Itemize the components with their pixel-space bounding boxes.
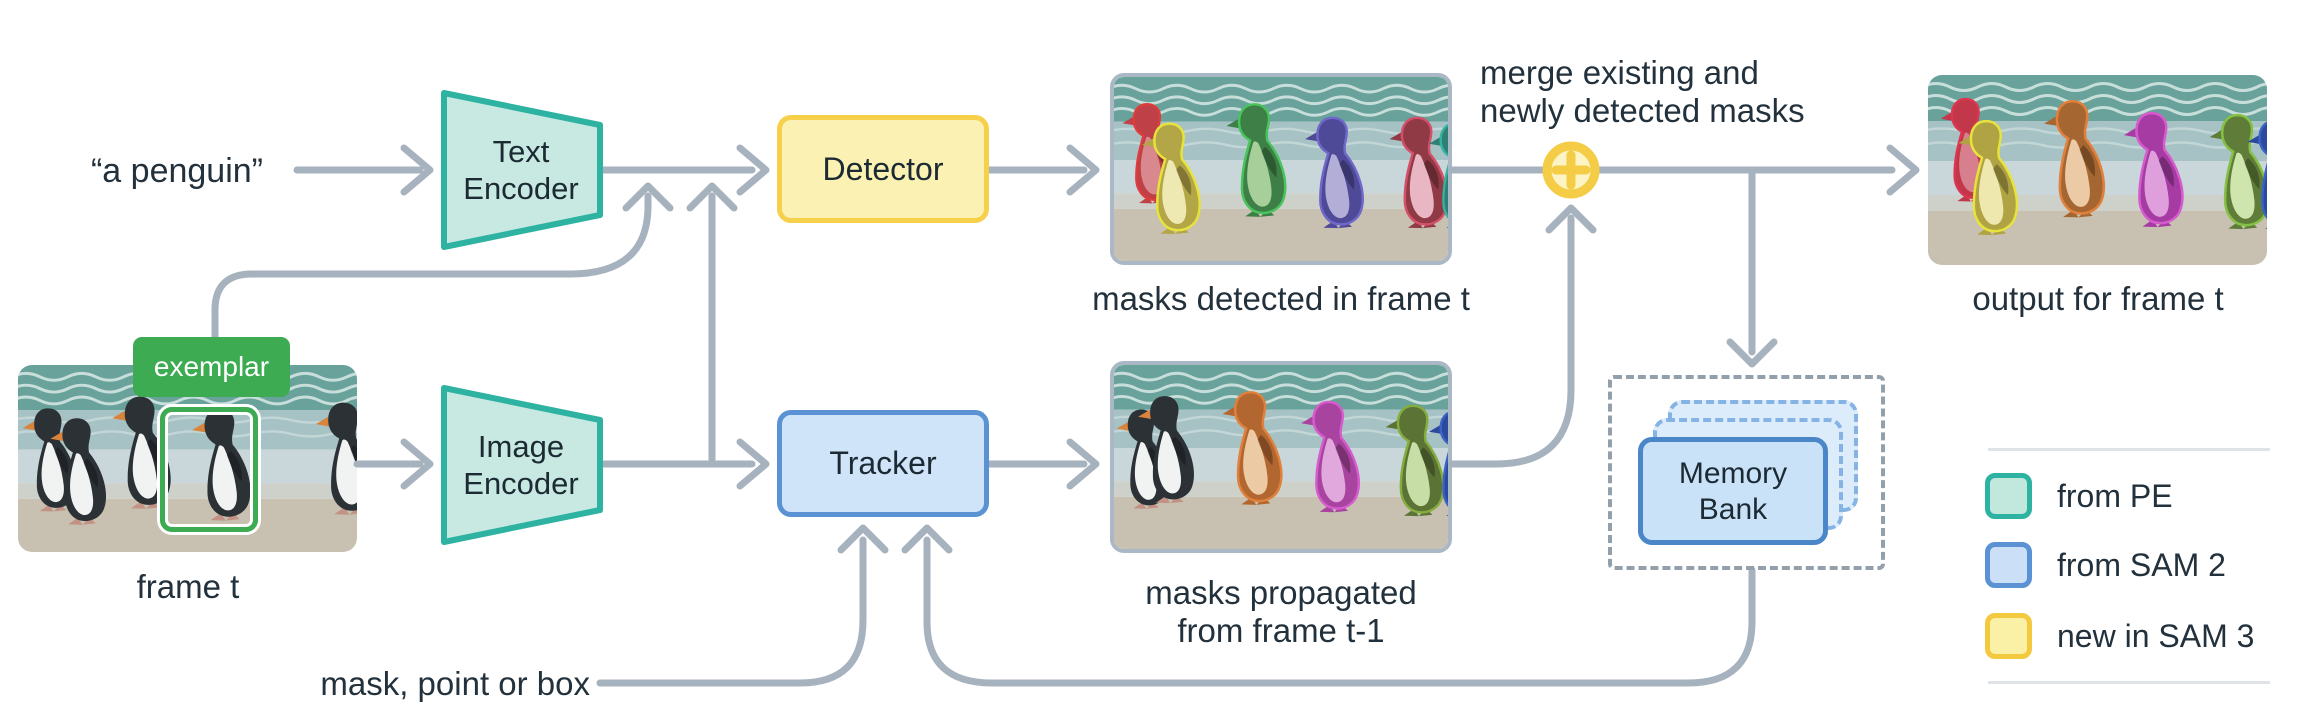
legend-label-sam3: new in SAM 3 [2057, 618, 2255, 654]
detector-block: Detector [777, 115, 989, 223]
penguin [2247, 119, 2267, 230]
merge-plus-icon [1551, 150, 1591, 190]
text-encoder-shape [441, 90, 603, 250]
memory-bank-label2: Bank [1698, 493, 1768, 526]
image-encoder-label2: Encoder [463, 466, 579, 501]
penguin [1958, 119, 2019, 236]
legend-divider-bottom [1988, 681, 2270, 684]
masks-detected-photo [1110, 73, 1452, 265]
merge-note-line2: newly detected masks [1480, 92, 1805, 129]
arrowhead-into-memory-bank [1726, 338, 1778, 368]
penguin [1389, 116, 1448, 229]
penguin [2123, 111, 2184, 228]
legend-item-from-pe: from PE [1985, 473, 2285, 519]
penguin [1385, 404, 1445, 517]
legend-swatch-sam2 [1985, 542, 2032, 588]
line-prompt-inputs-to-tracker [596, 536, 867, 687]
legend-item-new-sam3: new in SAM 3 [1985, 613, 2285, 659]
mask-point-box-label: mask, point or box [320, 665, 590, 702]
caption-masks-detected: masks detected in frame t [1092, 280, 1470, 317]
penguin [1141, 122, 1201, 234]
arrowhead-into-text-encoder [400, 144, 434, 196]
legend-label-pe: from PE [2057, 478, 2173, 514]
arrowhead-into-merge [1545, 204, 1597, 234]
penguin [1138, 396, 1194, 504]
exemplar-badge: exemplar [133, 337, 290, 397]
frame-t-beach-scene [18, 365, 357, 552]
arrowhead-into-detector [736, 144, 770, 196]
arrowhead-image-features-up [686, 182, 738, 212]
arrowhead-into-tracker [736, 438, 770, 490]
text-encoder-label2: Encoder [463, 171, 579, 206]
penguin [22, 408, 77, 512]
legend-swatch-pe [1985, 473, 2032, 519]
penguin [2209, 113, 2267, 230]
legend-swatch-sam3 [1985, 613, 2032, 659]
arrowhead-into-masks-detected [1066, 144, 1100, 196]
caption-masks-propagated-line2: from frame t-1 [1177, 612, 1385, 649]
masks-propagated-scene [1114, 365, 1448, 549]
memory-bank-container [1608, 375, 1885, 570]
penguin [50, 418, 107, 525]
penguin [2044, 100, 2106, 218]
text-encoder-block: Text Encoder [441, 133, 601, 207]
masks-propagated-photo [1110, 361, 1452, 553]
arrowhead-exemplar-up [622, 182, 674, 212]
penguin [315, 402, 357, 515]
penguin [1226, 103, 1287, 217]
tracker-block: Tracker [777, 410, 989, 517]
arrowhead-into-output [1886, 144, 1920, 196]
line-propagated-to-merge [1448, 214, 1575, 468]
image-encoder-shape [441, 385, 603, 545]
image-encoder-label: Image [477, 429, 565, 464]
caption-masks-propagated: masks propagated from frame t-1 [1090, 574, 1472, 650]
legend-label-sam2: from SAM 2 [2057, 547, 2226, 583]
image-encoder-block: Image Encoder [441, 428, 601, 502]
merge-icon [1542, 141, 1600, 199]
arrowhead-prompts-into-tracker [837, 524, 889, 554]
legend-item-from-sam2: from SAM 2 [1985, 542, 2285, 588]
penguin [112, 396, 171, 509]
output-photo [1928, 75, 2267, 265]
merge-note-line1: merge existing and [1480, 54, 1759, 91]
caption-masks-propagated-line1: masks propagated [1145, 574, 1417, 611]
penguin [1428, 410, 1448, 517]
memory-bank-block: Memory Bank [1638, 437, 1828, 545]
penguin [191, 408, 251, 521]
output-scene [1928, 75, 2267, 265]
arrowhead-into-propagated [1066, 438, 1100, 490]
memory-bank-label: Memory [1678, 457, 1788, 490]
arrowhead-into-image-encoder [400, 438, 434, 490]
masks-detected-scene [1114, 77, 1448, 261]
frame-t-photo [18, 365, 357, 552]
exemplar-bounding-box [160, 407, 258, 532]
penguin [1428, 122, 1448, 229]
merge-note: merge existing and newly detected masks [1480, 54, 1900, 130]
caption-output: output for frame t [1972, 280, 2224, 317]
penguin [1222, 391, 1283, 505]
text-prompt: “a penguin” [90, 152, 263, 190]
caption-frame-t: frame t [136, 568, 240, 605]
arrowhead-memory-into-tracker [901, 524, 953, 554]
legend-divider-top [1988, 448, 2270, 451]
penguin [1301, 400, 1360, 513]
penguin [1305, 116, 1364, 229]
text-encoder-label: Text [492, 134, 550, 169]
